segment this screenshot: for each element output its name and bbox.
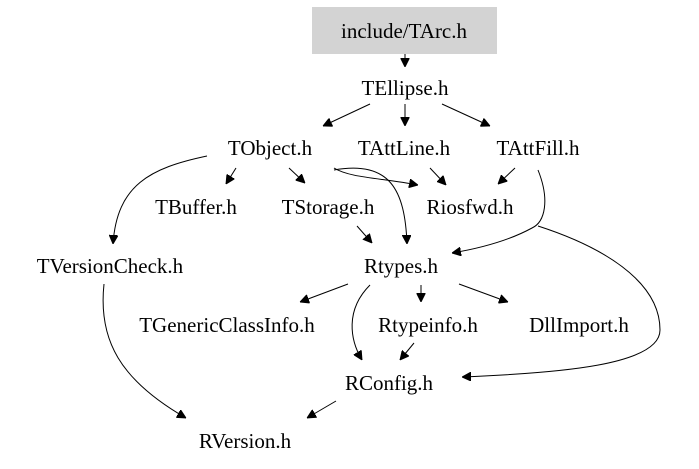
edge-rtypeinfo-rconfig <box>400 342 415 360</box>
edge-tobject-riosfwd <box>333 167 418 185</box>
node-rtypes[interactable]: Rtypes.h <box>364 254 439 278</box>
edge-rtypes-dllimport <box>458 283 508 302</box>
edge-rtypes-rconfig <box>351 284 371 360</box>
node-riosfwd[interactable]: Riosfwd.h <box>427 195 514 219</box>
node-tstorage[interactable]: TStorage.h <box>282 195 375 219</box>
edge-tversioncheck-rversion <box>102 283 186 418</box>
node-rconfig[interactable]: RConfig.h <box>345 371 434 395</box>
node-rversion[interactable]: RVersion.h <box>199 429 292 453</box>
edge-tattfill-rtypes <box>452 169 546 253</box>
root-node-box <box>312 7 497 54</box>
edge-tellipse-tattfill <box>441 103 490 126</box>
edge-tellipse-tobject <box>323 103 371 126</box>
edge-tattfill-rconfig <box>462 225 661 377</box>
node-tobject[interactable]: TObject.h <box>228 136 313 160</box>
node-tattline[interactable]: TAttLine.h <box>358 136 451 160</box>
edge-tobject-rtypes <box>333 167 407 244</box>
edge-tstorage-rtypes <box>356 225 372 243</box>
node-tversioncheck[interactable]: TVersionCheck.h <box>37 254 184 278</box>
node-tattfill[interactable]: TAttFill.h <box>497 136 580 160</box>
edge-tattline-riosfwd <box>429 167 446 185</box>
edge-rtypes-tgenericclassinfo <box>300 283 349 302</box>
edge-rconfig-rversion <box>307 400 337 418</box>
node-rtypeinfo[interactable]: Rtypeinfo.h <box>378 313 478 337</box>
node-tbuffer[interactable]: TBuffer.h <box>155 195 237 219</box>
edge-tobject-tbuffer <box>226 167 237 184</box>
node-tarc[interactable]: include/TArc.h <box>341 19 468 43</box>
node-tgenericclassinfo[interactable]: TGenericClassInfo.h <box>139 313 315 337</box>
node-dllimport[interactable]: DllImport.h <box>529 313 629 337</box>
edge-tobject-tversioncheck <box>113 155 208 244</box>
node-tellipse[interactable]: TEllipse.h <box>362 76 449 100</box>
edge-tobject-tstorage <box>288 167 305 183</box>
edge-tattfill-riosfwd <box>498 167 516 184</box>
edges <box>102 54 661 418</box>
nodes: include/TArc.h TEllipse.h TObject.h TAtt… <box>37 19 630 453</box>
